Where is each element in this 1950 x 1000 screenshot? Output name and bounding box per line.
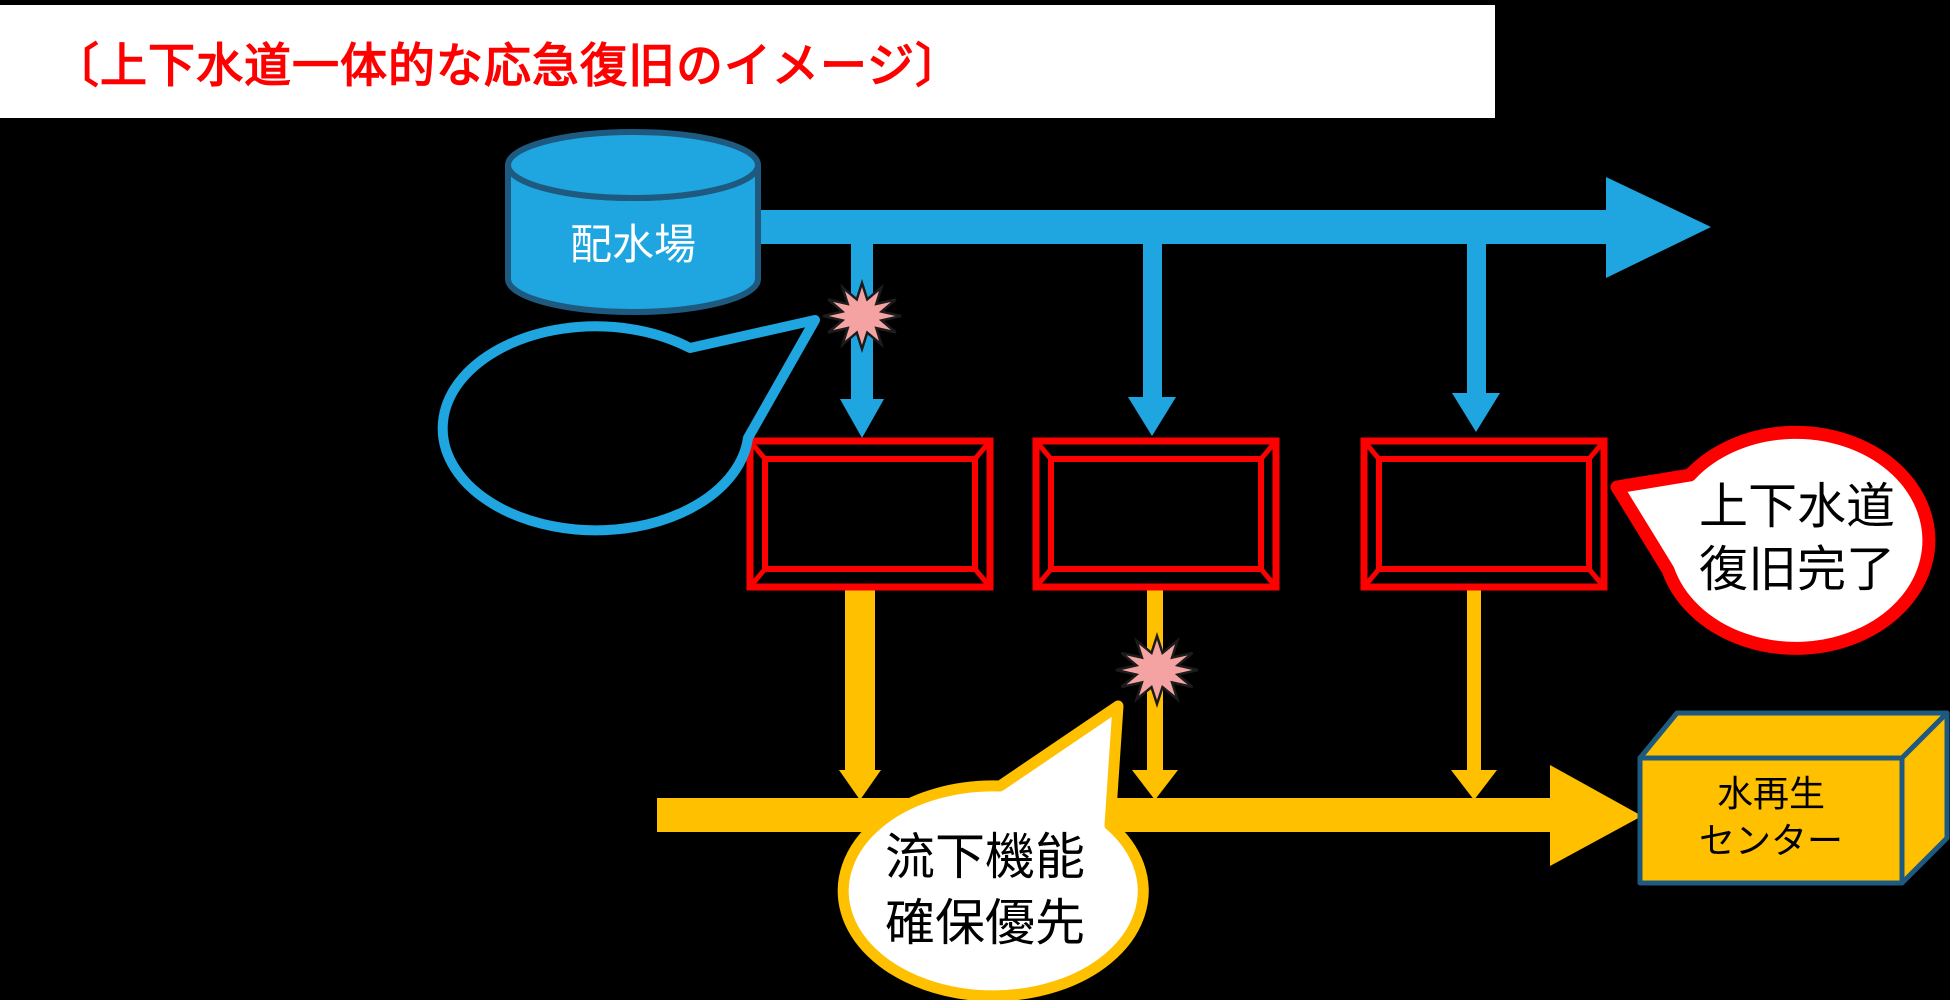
water-damage-burst-icon [822,278,902,354]
sewer-branch-arrow-1 [839,587,881,800]
sewer-damage-burst-icon [1115,631,1199,709]
restoration-complete-callout-bubble [1610,425,1936,655]
water-branch-arrow-2 [1128,244,1176,436]
water-branch-arrow-3 [1452,244,1500,432]
water-main-pipe-arrow [700,177,1711,278]
flow-priority-callout-bubble [837,700,1149,1000]
title-bar: 〔上下水道一体的な応急復旧のイメージ〕 [0,5,1495,118]
page-title: 〔上下水道一体的な応急復旧のイメージ〕 [52,39,964,92]
sewer-branch-arrow-3 [1451,587,1497,800]
damaged-block-frame-1 [746,437,994,591]
water-reclamation-center-box [1637,710,1950,886]
water-distribution-cylinder [505,129,761,315]
damaged-block-frame-3 [1360,437,1608,591]
water-damage-callout-bubble [437,315,820,536]
damaged-block-frame-2 [1032,437,1280,591]
